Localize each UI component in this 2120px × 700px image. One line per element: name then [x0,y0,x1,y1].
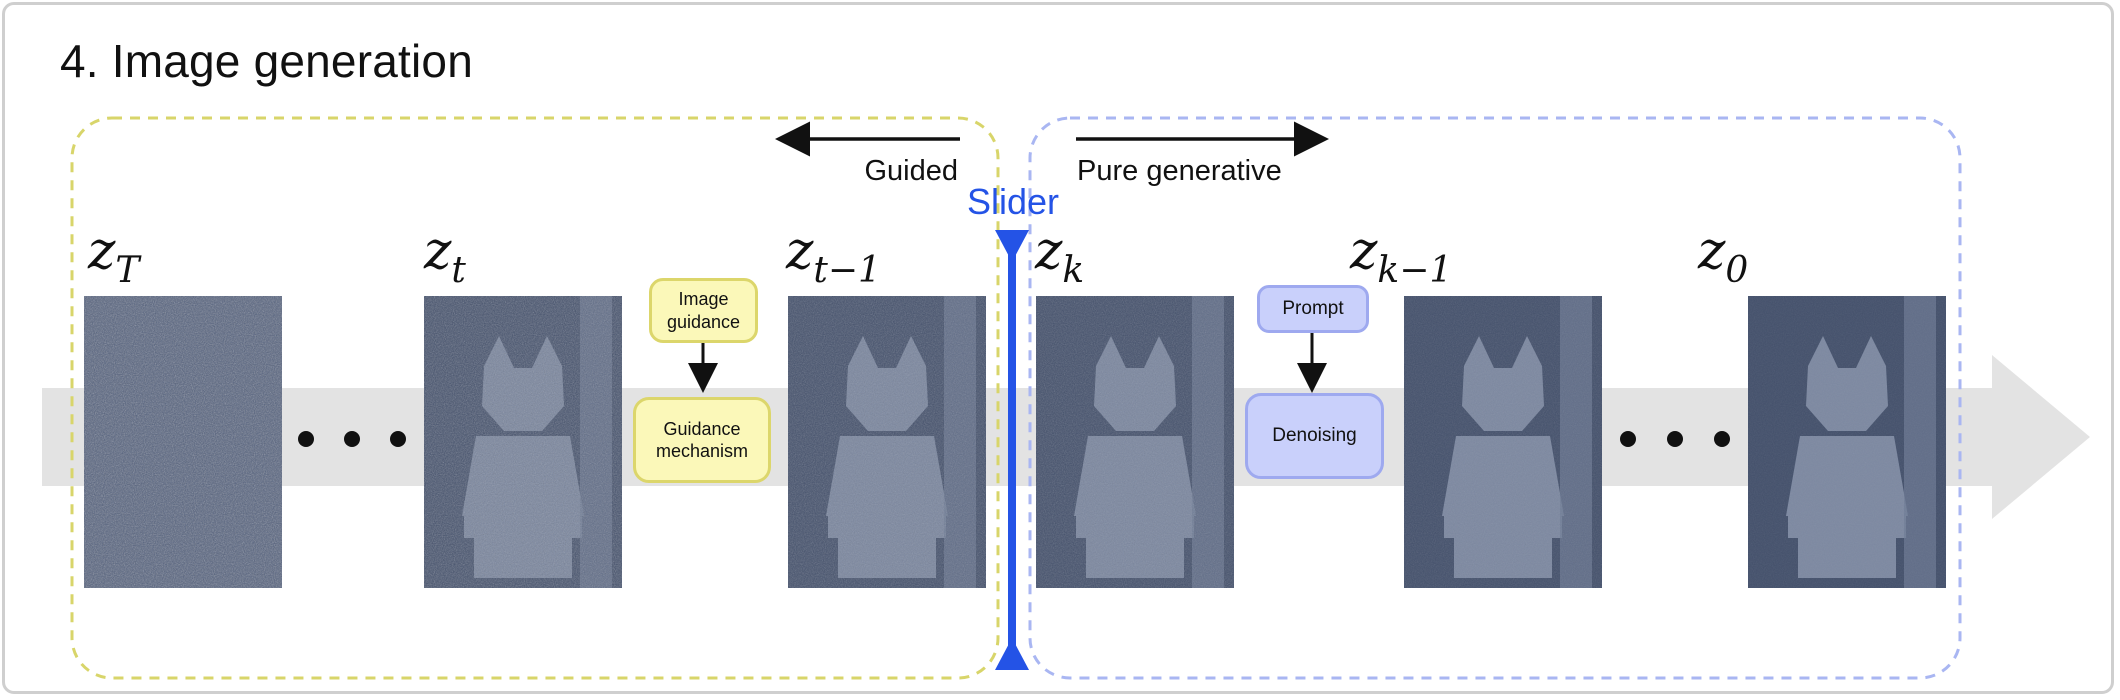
latent-label-z0: z0 [1697,221,1748,291]
latent-image-z0 [1748,296,1946,588]
latent-image-zT [84,296,282,588]
generative-region [1028,116,1962,680]
progress-track [42,355,2090,519]
denoising-box: Denoising [1245,393,1384,479]
svg-text:zt−1: zt−1 [785,221,881,291]
svg-text:zk: zk [1034,221,1084,291]
pure-generative-label: Pure generative [1077,155,1282,187]
image-guidance-box: Image guidance [649,278,758,343]
latent-label-zt-minus-1: zt−1 [785,221,881,291]
latent-label-zk-minus-1: zk−1 [1349,221,1452,291]
svg-text:zk−1: zk−1 [1349,221,1452,291]
latent-label-zT: zT [87,221,142,291]
panel-title: 4. Image generation [60,35,473,87]
latent-image-zk1 [1404,296,1602,588]
latent-image-zt1 [788,296,986,588]
prompt-box: Prompt [1257,285,1369,333]
guidance-mechanism-box: Guidance mechanism [633,397,771,483]
svg-text:zt: zt [423,221,466,291]
latent-image-zt [424,296,622,588]
latent-image-zk [1036,296,1234,588]
slider[interactable] [995,230,1029,670]
svg-text:zT: zT [87,221,142,291]
ellipsis-right [1620,431,1730,447]
guided-region [70,116,1000,680]
slider-label: Slider [967,181,1059,222]
ellipsis-left [298,431,406,447]
latent-label-zk: zk [1034,221,1084,291]
guided-label: Guided [864,155,958,187]
svg-text:z0: z0 [1697,221,1748,291]
latent-label-zt: zt [423,221,466,291]
